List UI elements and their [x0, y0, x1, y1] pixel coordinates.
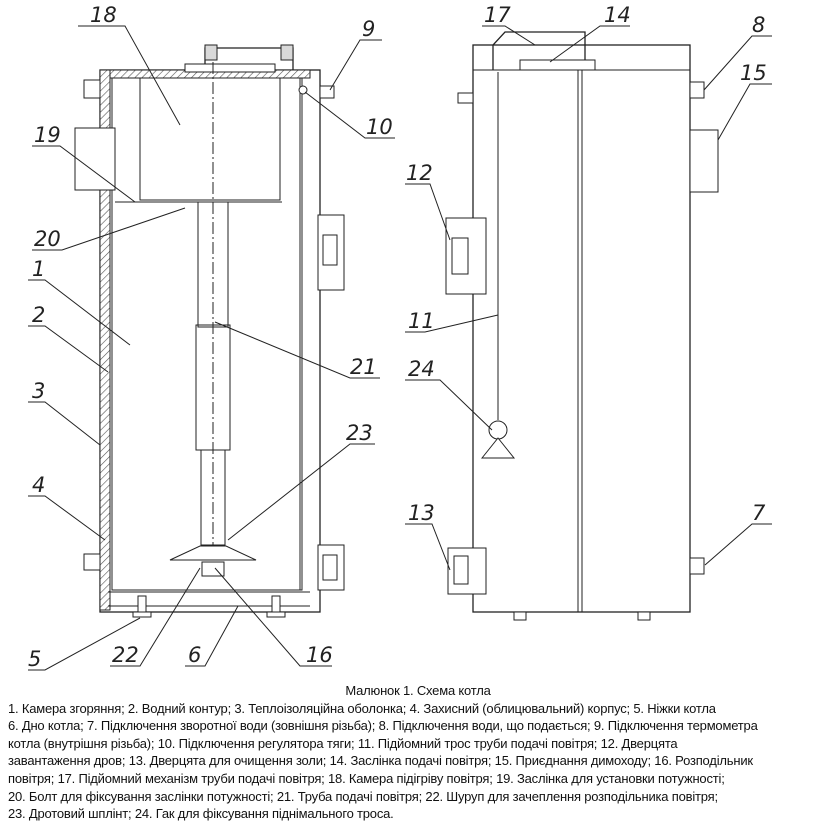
callout-15: 15 — [740, 61, 767, 85]
figure-caption: Малюнок 1. Схема котла 1. Камера згорянн… — [8, 682, 828, 823]
lift-mechanism — [492, 31, 586, 70]
air-heating-chamber — [139, 77, 281, 201]
callout-21: 21 — [350, 355, 377, 379]
callout-2: 2 — [32, 303, 45, 327]
callout-9: 9 — [362, 17, 375, 41]
insulation-left — [99, 69, 111, 611]
callout-10: 10 — [366, 115, 393, 139]
air-damper — [519, 59, 596, 71]
pipe-top-left — [83, 79, 101, 99]
callout-24: 24 — [408, 357, 435, 381]
callout-17: 17 — [484, 3, 511, 27]
callout-19: 19 — [34, 123, 61, 147]
callout-3: 3 — [32, 379, 45, 403]
callout-16: 16 — [306, 643, 333, 667]
callout-4: 4 — [32, 473, 45, 497]
flue-connection — [74, 127, 116, 191]
caption-line: повітря; 17. Підйомний механізм труби по… — [8, 770, 725, 786]
caption-title: Малюнок 1. Схема котла — [345, 683, 491, 698]
caption-line: завантаження дров; 13. Дверцята для очищ… — [8, 753, 753, 769]
section-view — [74, 44, 345, 618]
caption-line: 20. Болт для фіксування заслінки потужно… — [8, 788, 718, 804]
caption-line: 23. Дротовий шплінт; 24. Гак для фіксува… — [8, 806, 394, 822]
callout-18: 18 — [90, 3, 117, 27]
caption-line: 6. Дно котла; 7. Підключення зворотної в… — [8, 718, 758, 734]
caption-line: 1. Камера згоряння; 2. Водний контур; 3.… — [8, 700, 716, 716]
callout-8: 8 — [752, 13, 765, 37]
boiler-diagram: 18 9 10 19 20 1 2 3 4 5 22 6 16 21 23 17… — [28, 3, 772, 671]
supply-pipe — [689, 81, 705, 99]
callout-20: 20 — [34, 227, 61, 251]
flue-pipe — [689, 129, 719, 193]
callouts: 18 9 10 19 20 1 2 3 4 5 22 6 16 21 23 17… — [28, 3, 772, 671]
callout-13: 13 — [408, 501, 435, 525]
outer-casing — [99, 69, 321, 613]
callout-14: 14 — [604, 3, 631, 27]
callout-22: 22 — [112, 643, 139, 667]
pipe-bottom-left — [83, 553, 101, 571]
air-distributor — [169, 545, 257, 561]
return-pipe — [689, 557, 705, 575]
callout-6: 6 — [188, 643, 201, 667]
callout-7: 7 — [752, 501, 766, 525]
callout-23: 23 — [346, 421, 373, 445]
caption-line: котла (внутрішня різьба); 10. Підключенн… — [8, 735, 678, 751]
callout-5: 5 — [28, 647, 41, 671]
external-view — [445, 31, 719, 621]
callout-12: 12 — [406, 161, 433, 185]
callout-1: 1 — [32, 257, 45, 281]
callout-11: 11 — [408, 309, 435, 333]
